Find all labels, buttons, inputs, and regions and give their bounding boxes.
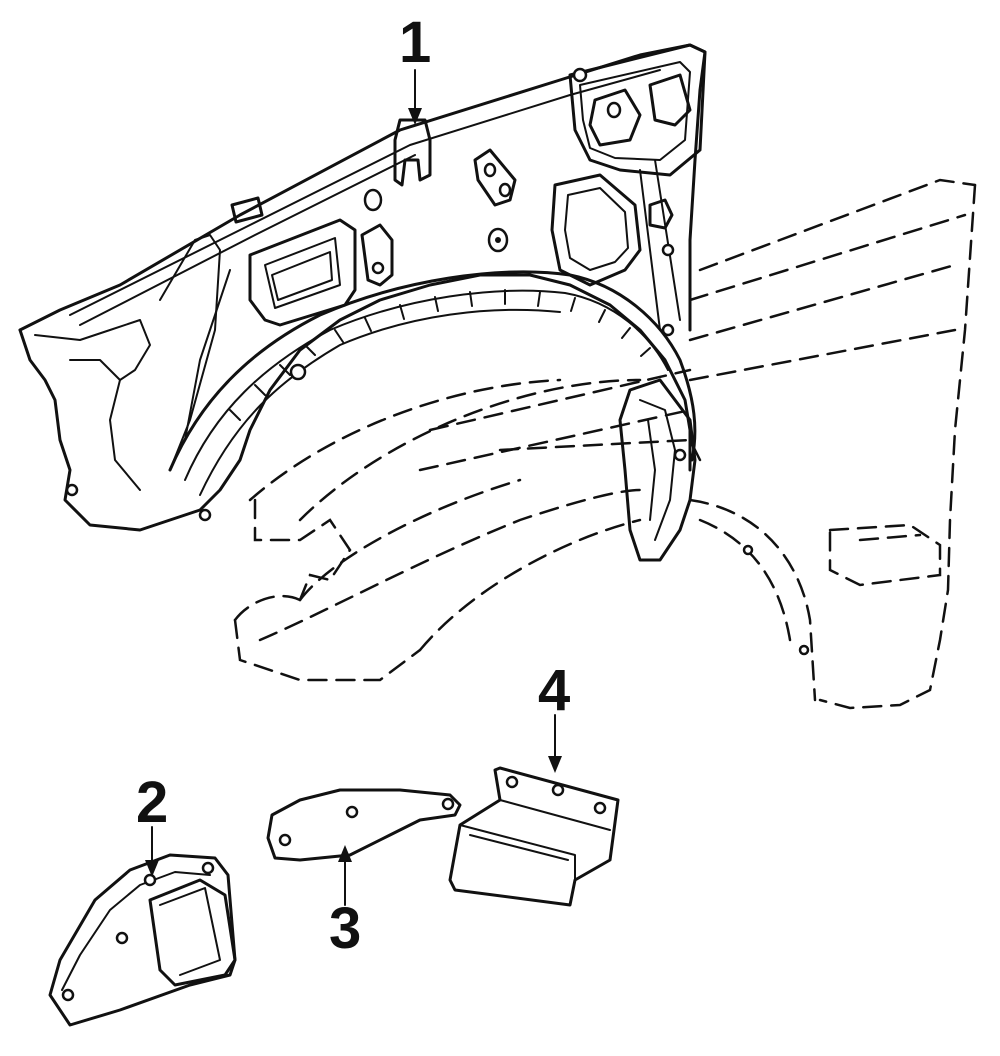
- callout-label-4: 4: [538, 658, 570, 723]
- callout-arrows: [145, 69, 562, 906]
- callout-label-2: 2: [136, 770, 168, 835]
- inner-fender-apron-part-1: [18, 43, 707, 562]
- bracket-part-2: [48, 853, 237, 1027]
- shield-part-4: [448, 766, 620, 907]
- bracket-part-3: [266, 788, 462, 862]
- callout-label-3: 3: [329, 896, 361, 961]
- callout-label-1: 1: [399, 10, 431, 75]
- fender-outline-dashed: [233, 178, 977, 710]
